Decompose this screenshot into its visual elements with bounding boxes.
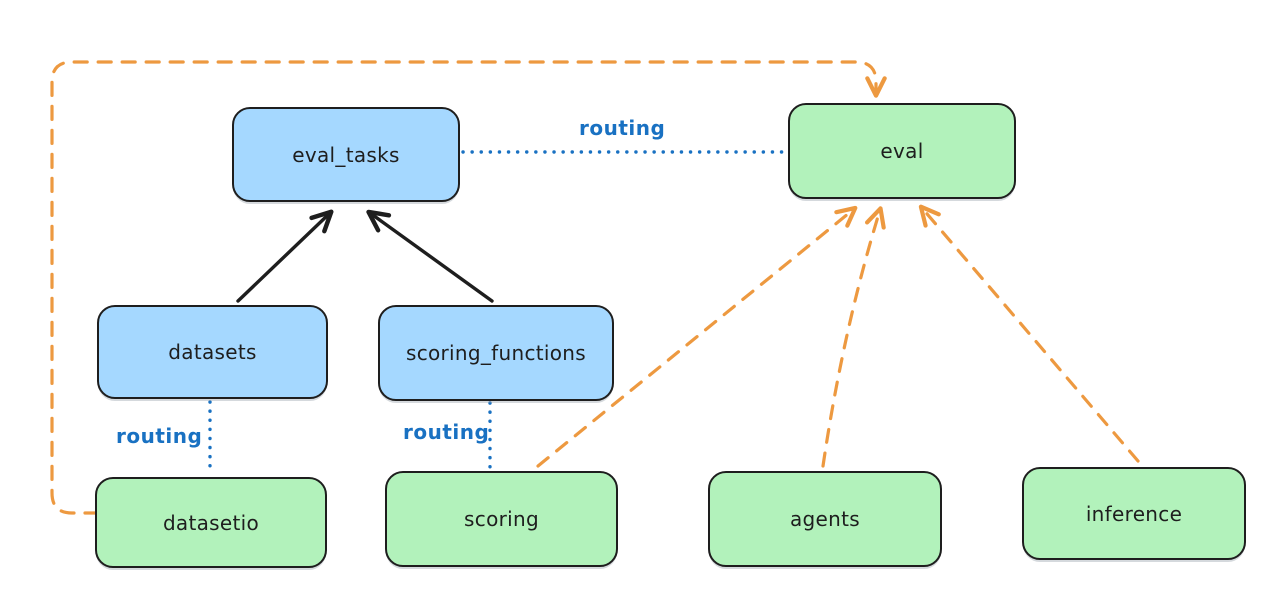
edge-scoring-to-eval [536, 205, 858, 468]
node-eval-tasks-label: eval_tasks [292, 142, 400, 167]
edge-agents-to-eval [821, 206, 886, 468]
edge-label-routing-datasets-datasetio: routing [116, 424, 203, 448]
node-scoring: scoring [385, 471, 618, 567]
node-scoring-functions-label: scoring_functions [405, 341, 587, 365]
node-scoring-label: scoring [464, 507, 539, 531]
edge-datasets-to-eval-tasks [236, 209, 334, 303]
node-eval-tasks: eval_tasks [232, 107, 460, 202]
edge-label-routing-eval-tasks-eval: routing [579, 116, 666, 140]
edge-label-routing-scoring-functions-scoring: routing [403, 420, 490, 444]
node-agents: agents [708, 471, 942, 567]
edge-inference-to-eval [918, 204, 1140, 463]
node-inference-label: inference [1085, 501, 1183, 526]
node-datasetio: datasetio [95, 477, 327, 568]
edge-scoring-functions-to-eval-tasks [366, 209, 494, 303]
node-agents-label: agents [790, 507, 860, 531]
node-inference: inference [1022, 467, 1246, 560]
node-eval-label: eval [880, 139, 924, 163]
node-eval: eval [788, 103, 1016, 199]
node-scoring-functions: scoring_functions [378, 305, 614, 401]
node-datasets-label: datasets [168, 340, 257, 364]
node-datasetio-label: datasetio [162, 510, 260, 535]
edge-datasetio-to-eval [50, 60, 887, 515]
node-datasets: datasets [97, 305, 328, 399]
